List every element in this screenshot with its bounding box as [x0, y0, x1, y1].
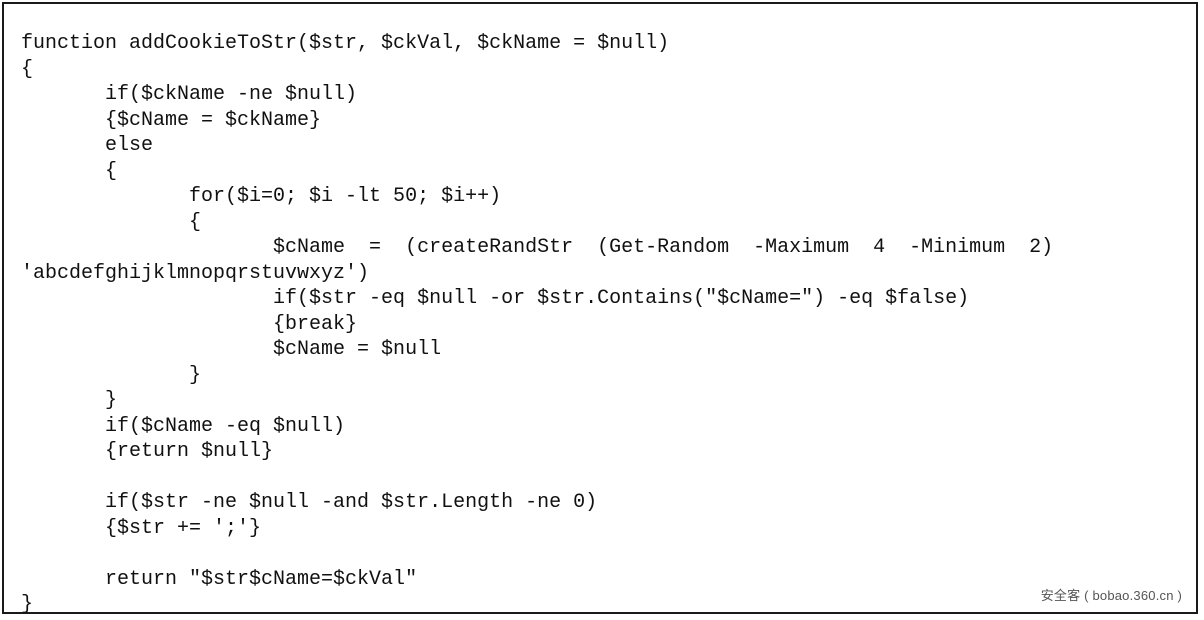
code-line: {return $null} — [21, 440, 274, 463]
code-line: } — [21, 389, 118, 412]
code-line: $cName = (createRandStr (Get-Random -Max… — [21, 236, 1054, 259]
code-line: return "$str$cName=$ckVal" — [21, 567, 418, 591]
code-line: for($i=0; $i -lt 50; $i++) — [21, 185, 502, 208]
code-line: 'abcdefghijklmnopqrstuvwxyz') — [21, 261, 370, 285]
code-line: if($str -ne $null -and $str.Length -ne 0… — [21, 491, 598, 514]
code-line: { — [21, 159, 118, 183]
code-line: else — [21, 134, 154, 157]
code-line: { — [21, 210, 202, 234]
watermark: 安全客 ( bobao.360.cn ) — [1040, 588, 1182, 603]
code-line — [21, 465, 1053, 491]
code-line: if($ckName -ne $null) — [21, 83, 358, 106]
code-line: $cName = $null — [21, 338, 442, 361]
code-line: if($cName -eq $null) — [21, 414, 346, 438]
code-line: {$str += ';'} — [21, 516, 262, 540]
code-line: } — [21, 593, 34, 616]
code-line: } — [21, 363, 202, 387]
code-line: function addCookieToStr($str, $ckVal, $c… — [21, 32, 670, 55]
code-line — [21, 541, 1053, 567]
code-line: {break} — [21, 312, 358, 336]
code-line: {$cName = $ckName} — [21, 108, 322, 132]
code-block: function addCookieToStr($str, $ckVal, $c… — [21, 31, 1053, 618]
code-line: { — [21, 57, 34, 81]
code-line: if($str -eq $null -or $str.Contains("$cN… — [21, 287, 970, 310]
